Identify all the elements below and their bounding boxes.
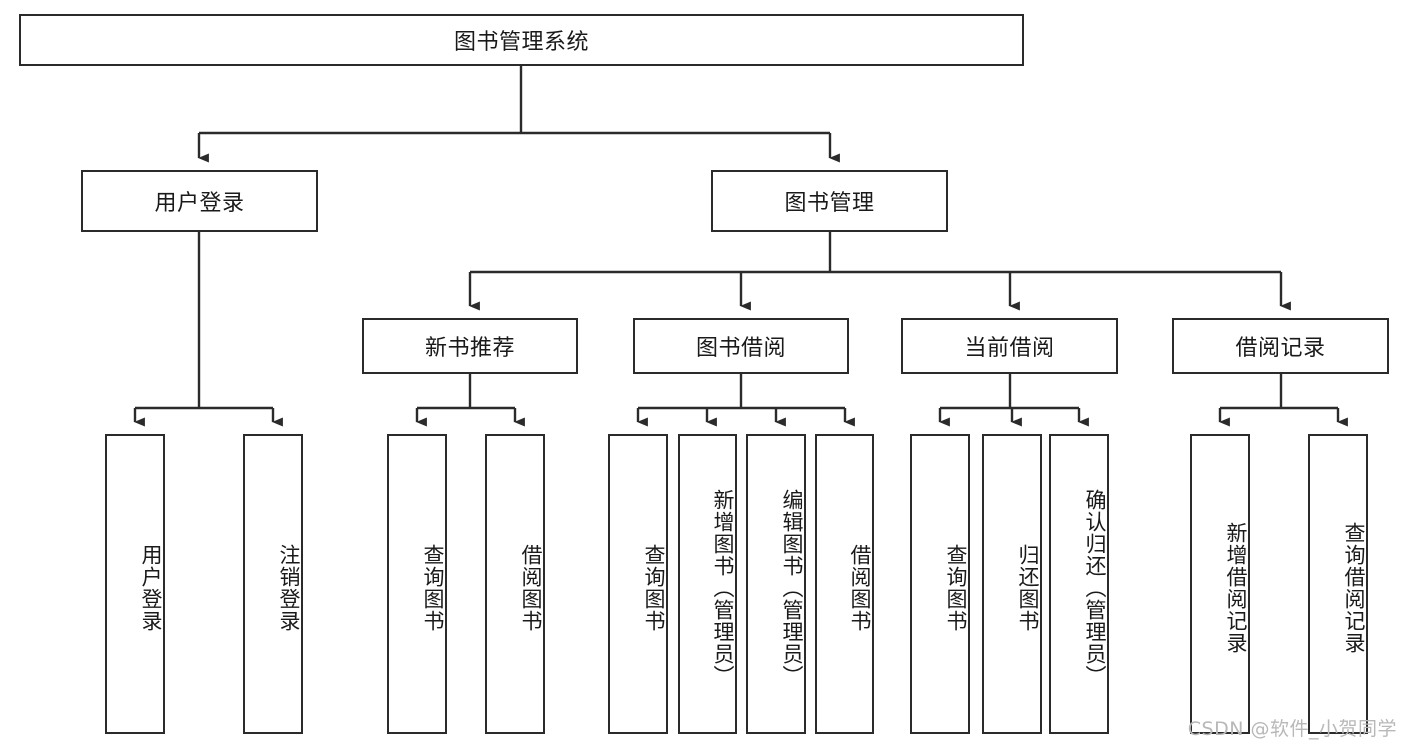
node-leaf-confirm-return-label: 确认归还（管理员）	[1083, 489, 1107, 687]
node-user-login-label: 用户登录	[154, 191, 245, 216]
node-leaf-user-login-label: 用户登录	[139, 544, 163, 632]
node-current-borrow[interactable]: 当前借阅	[901, 318, 1118, 374]
node-book-borrow-label: 图书借阅	[695, 336, 786, 361]
node-leaf-borrow-book-2[interactable]: 借阅图书	[815, 434, 874, 734]
node-leaf-user-login[interactable]: 用户登录	[105, 434, 165, 734]
node-leaf-add-book[interactable]: 新增图书（管理员）	[678, 434, 737, 734]
node-leaf-edit-book[interactable]: 编辑图书（管理员）	[746, 434, 806, 734]
node-leaf-edit-book-label: 编辑图书（管理员）	[780, 489, 804, 687]
node-leaf-logout-label: 注销登录	[277, 544, 301, 632]
node-current-borrow-label: 当前借阅	[964, 336, 1055, 361]
watermark-text: CSDN @软件_小贺同学	[1187, 718, 1397, 740]
node-leaf-add-book-label: 新增图书（管理员）	[711, 489, 735, 687]
node-leaf-query-book-1-label: 查询图书	[421, 544, 445, 632]
node-leaf-return-book[interactable]: 归还图书	[982, 434, 1042, 734]
node-leaf-borrow-book-1-label: 借阅图书	[519, 544, 543, 632]
node-leaf-query-record[interactable]: 查询借阅记录	[1308, 434, 1368, 734]
node-leaf-query-book-3[interactable]: 查询图书	[910, 434, 970, 734]
node-leaf-add-record[interactable]: 新增借阅记录	[1190, 434, 1250, 734]
node-borrow-record[interactable]: 借阅记录	[1172, 318, 1389, 374]
node-leaf-add-record-label: 新增借阅记录	[1224, 522, 1248, 654]
node-leaf-query-book-2[interactable]: 查询图书	[608, 434, 668, 734]
node-new-book-recommend[interactable]: 新书推荐	[362, 318, 578, 374]
node-leaf-query-record-label: 查询借阅记录	[1342, 522, 1366, 654]
node-borrow-record-label: 借阅记录	[1235, 336, 1326, 361]
node-leaf-logout[interactable]: 注销登录	[243, 434, 303, 734]
node-leaf-query-book-2-label: 查询图书	[642, 544, 666, 632]
node-leaf-confirm-return[interactable]: 确认归还（管理员）	[1049, 434, 1109, 734]
node-leaf-return-book-label: 归还图书	[1016, 544, 1040, 632]
node-leaf-borrow-book-1[interactable]: 借阅图书	[485, 434, 545, 734]
node-leaf-borrow-book-2-label: 借阅图书	[848, 544, 872, 632]
node-leaf-query-book-3-label: 查询图书	[944, 544, 968, 632]
node-user-login[interactable]: 用户登录	[81, 170, 318, 232]
node-leaf-query-book-1[interactable]: 查询图书	[387, 434, 447, 734]
node-new-book-recommend-label: 新书推荐	[424, 336, 515, 361]
node-root-system[interactable]: 图书管理系统	[19, 14, 1024, 66]
node-root-system-label: 图书管理系统	[453, 30, 589, 55]
node-book-borrow[interactable]: 图书借阅	[633, 318, 849, 374]
node-book-management[interactable]: 图书管理	[711, 170, 948, 232]
node-book-management-label: 图书管理	[784, 191, 875, 216]
